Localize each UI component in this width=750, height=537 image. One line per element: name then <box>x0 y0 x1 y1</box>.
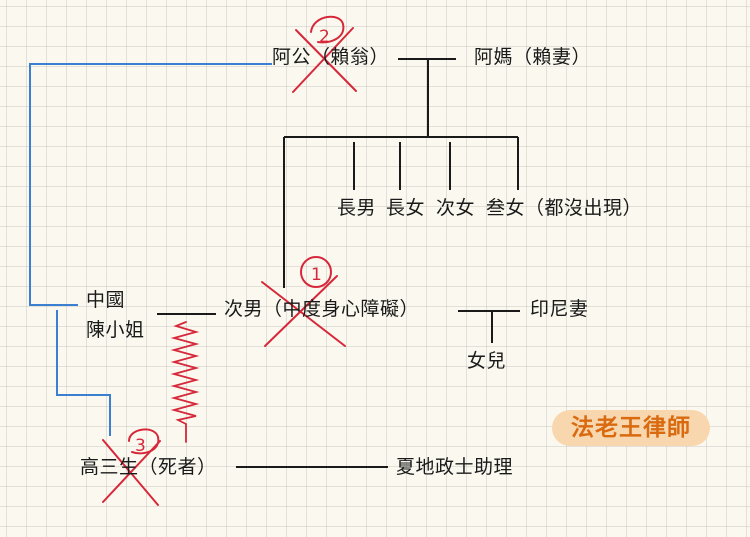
person-third-daughter: 叁女（都沒出現） <box>486 197 643 219</box>
person-grandpa: 阿公（賴翁） <box>272 46 390 68</box>
person-daughter: 女兒 <box>467 350 507 372</box>
blue-connector <box>29 63 272 436</box>
person-china-woman-line2: 陳小姐 <box>86 319 145 341</box>
person-grandma: 阿媽（賴妻） <box>474 46 592 68</box>
person-eldest-son: 長男 <box>337 197 377 219</box>
cross-mark-grandpa <box>292 15 357 93</box>
person-assistant: 夏地政士助理 <box>396 456 514 478</box>
person-second-daughter: 次女 <box>436 197 476 219</box>
blue-line-grandpa-to-chen <box>29 63 272 306</box>
person-china-woman-line1: 中國 <box>86 289 126 311</box>
person-deceased: 高三生（死者） <box>80 456 217 478</box>
red-zigzag-line <box>170 321 200 443</box>
cross-mark-second-son <box>261 256 346 347</box>
cross-mark-deceased <box>102 428 161 506</box>
lawyer-badge: 法老王律師 <box>552 410 710 446</box>
mark-number-3: 3 <box>135 436 146 456</box>
person-indonesian-wife: 印尼妻 <box>530 298 589 320</box>
mark-number-2: 2 <box>319 27 330 47</box>
person-second-son: 次男（中度身心障礙） <box>224 298 420 320</box>
mark-number-1: 1 <box>311 265 322 285</box>
relation-lines <box>157 58 520 468</box>
blue-line-chen-to-deceased <box>56 310 111 436</box>
person-eldest-daughter: 長女 <box>386 197 426 219</box>
